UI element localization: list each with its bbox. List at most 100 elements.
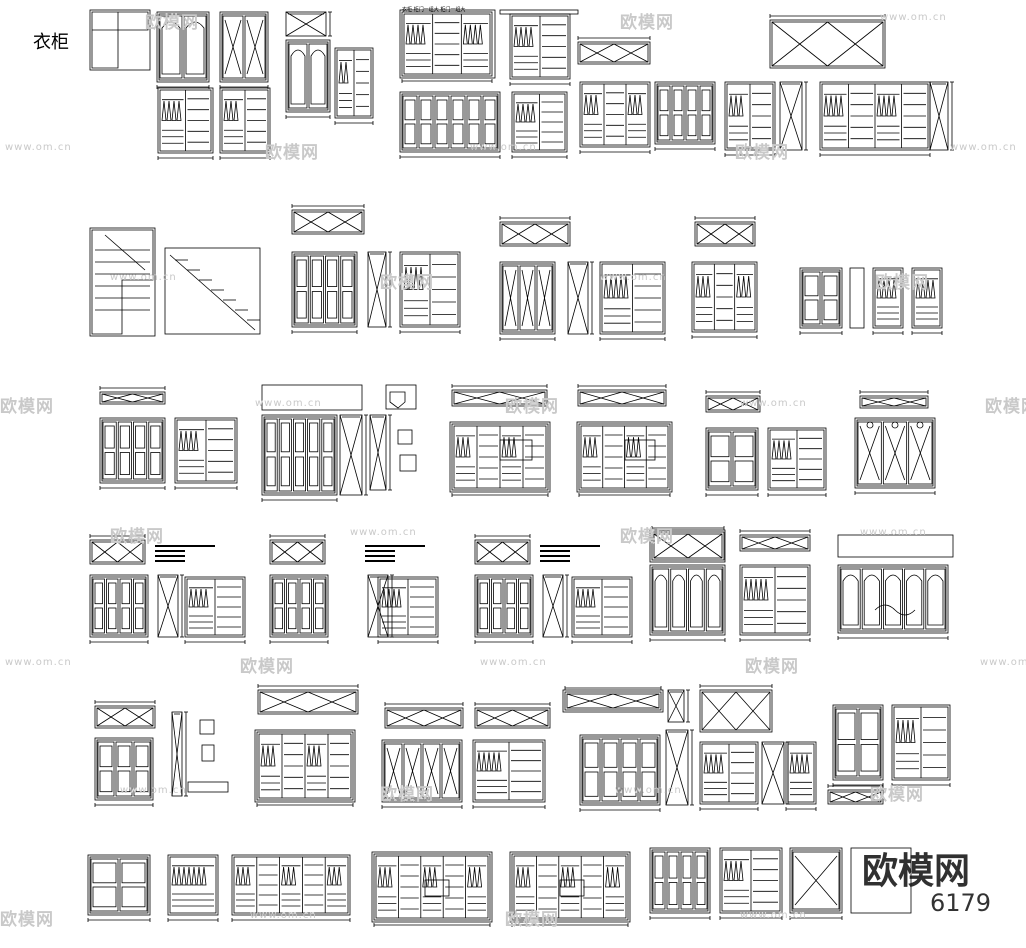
crown-cross <box>96 707 126 727</box>
door-panel <box>121 607 130 630</box>
hanging-garment <box>171 866 177 886</box>
arched-panel <box>906 574 923 626</box>
wardrobe-door <box>115 741 133 797</box>
wardrobe-side-view <box>171 711 183 797</box>
crown-cross <box>687 533 723 559</box>
wardrobe-door <box>688 568 705 632</box>
crown-cross <box>132 393 164 403</box>
wardrobe-frame <box>707 429 757 489</box>
door-panel <box>108 607 117 630</box>
hanging-garment <box>178 430 184 451</box>
wardrobe-door <box>657 85 671 141</box>
wardrobe-elevation <box>87 854 151 916</box>
wardrobe-side-view <box>665 729 689 806</box>
crown-cross <box>476 541 503 563</box>
wardrobe-door <box>466 95 482 149</box>
wardrobe-frame <box>89 856 149 914</box>
wardrobe-interior <box>373 853 491 921</box>
hanging-garment <box>525 103 531 123</box>
section-cross <box>779 81 803 151</box>
watermark-url: www.om.cn <box>880 12 947 23</box>
section-cross <box>285 11 327 37</box>
door-panel <box>659 114 669 137</box>
watermark-url: www.om.cn <box>470 142 537 153</box>
hanging-garment <box>186 866 192 886</box>
wardrobe-side-view <box>761 741 785 805</box>
door-panel <box>837 712 856 740</box>
hanging-garment <box>623 276 629 299</box>
crown-cross <box>774 536 809 550</box>
crown-cross <box>259 691 309 713</box>
note-text-line <box>365 555 395 557</box>
door-panel <box>342 291 353 319</box>
wardrobe-frame <box>839 566 947 632</box>
wardrobe-door <box>671 85 685 141</box>
arched-panel <box>654 574 668 628</box>
wardrobe-door <box>732 431 756 487</box>
hanging-garment <box>700 275 706 298</box>
door-panel <box>323 422 333 453</box>
door-panel <box>327 291 338 319</box>
tv-panel <box>559 879 585 897</box>
hanging-garment <box>382 867 388 888</box>
hanging-garment <box>741 275 747 298</box>
hanging-garment <box>920 279 926 299</box>
wardrobe-top-crown <box>859 395 929 409</box>
crown-cross <box>124 707 154 727</box>
wardrobe-door <box>504 578 517 634</box>
hanging-garment <box>338 61 344 84</box>
hanging-garment <box>496 752 502 772</box>
door-panel <box>108 582 117 605</box>
watermark: 欧模网 <box>620 527 674 547</box>
wardrobe-interior <box>511 853 629 921</box>
hanging-garment <box>491 752 497 772</box>
hanging-garment <box>876 279 882 299</box>
hanging-garment <box>166 100 172 121</box>
wardrobe-door <box>620 738 639 802</box>
watermark-url: www.om.cn <box>740 910 807 921</box>
hanging-garment <box>895 719 901 743</box>
wardrobe-interior <box>231 854 351 916</box>
glass-hatch <box>884 425 906 481</box>
wardrobe-interior <box>511 91 568 153</box>
door-panel <box>641 742 656 768</box>
hanging-garment <box>615 867 621 888</box>
crown-cross <box>566 693 614 709</box>
hanging-garment <box>460 437 466 458</box>
door-panel <box>654 855 664 879</box>
wardrobe-frame <box>91 576 147 636</box>
watermark-url: www.om.cn <box>5 142 72 153</box>
hanging-garment <box>728 95 734 117</box>
wardrobe-frame <box>293 253 356 326</box>
interior-frame <box>513 855 627 919</box>
wardrobe-frame <box>287 41 329 111</box>
wardrobe-door <box>519 265 536 331</box>
hanging-garment <box>891 279 897 299</box>
wardrobe-frame <box>834 706 882 779</box>
glass-hatch <box>386 747 401 795</box>
floor-plan <box>89 9 151 71</box>
door-panel <box>117 745 131 768</box>
hanging-garment <box>799 754 805 774</box>
crown-cross <box>707 397 734 411</box>
wardrobe-top-crown <box>451 389 548 407</box>
wardrobe-interior <box>571 576 633 638</box>
wardrobe-frame <box>101 419 164 482</box>
hanging-garment <box>771 440 777 460</box>
crown-inner <box>293 211 363 233</box>
hanging-garment <box>161 100 167 121</box>
door-panel <box>266 422 276 453</box>
wardrobe-frame <box>383 741 461 801</box>
door-panel <box>468 99 480 121</box>
crown-cross <box>91 541 118 563</box>
door-panel <box>119 425 130 449</box>
wardrobe-door <box>119 578 132 634</box>
side-panel <box>849 267 865 329</box>
wardrobe-door <box>835 708 858 777</box>
section-cross <box>339 414 363 496</box>
wardrobe-door <box>313 578 326 634</box>
glass-hatch <box>538 269 551 327</box>
arched-panel <box>842 574 859 626</box>
wardrobe-elevation <box>832 704 884 781</box>
hanging-garment <box>530 103 536 123</box>
